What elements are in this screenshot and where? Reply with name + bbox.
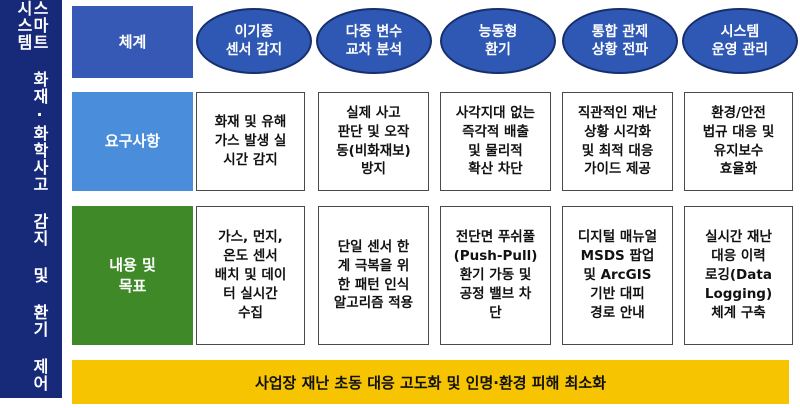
stage-2-requirement-box: 실제 사고 판단 및 오작 동(비화재보) 방지 [318, 92, 429, 191]
stage-1-content-box: 가스, 먼지, 온도 센서 배치 및 데이 터 실시간 수집 [196, 206, 305, 345]
row-label-requirements: 요구사항 [72, 92, 193, 191]
goal-banner-text: 사업장 재난 초동 대응 고도화 및 인명·환경 피해 최소화 [254, 373, 607, 392]
stage-1-requirement-box: 화재 및 유해 가스 발생 실 시간 감지 [196, 92, 305, 191]
stage-3-requirement-box: 사각지대 없는 즉각적 배출 및 물리적 확산 차단 [440, 92, 551, 191]
stage-2-content-box: 단일 센서 한 계 극복을 위 한 패턴 인식 알고리즘 적용 [318, 206, 429, 345]
stage-4-requirement-box: 직관적인 재난 상황 시각화 및 최적 대응 가이드 제공 [562, 92, 673, 191]
row-label-content: 내용 및 목표 [72, 206, 193, 345]
stage-5-requirement: 환경/안전 법규 대응 및 유지보수 효율화 [702, 104, 775, 178]
stage-4-content-box: 디지털 매뉴얼 MSDS 팝업 및 ArcGIS 기반 대피 경로 안내 [562, 206, 673, 345]
stage-5-title: 시스템 운영 관리 [711, 23, 769, 58]
stage-3-content-box: 전단면 푸쉬풀 (Push-Pull) 환기 가동 및 공정 밸브 차 단 [440, 206, 551, 345]
stage-5-content-box: 실시간 재난 대응 이력 로깅(Data Logging) 체계 구축 [684, 206, 793, 345]
stage-1-ellipse: 이기종 센서 감지 [196, 8, 312, 74]
system-title-sidebar: 스마트 화재·화학사고 감지 및 환기 제어 시스템 [0, 0, 62, 398]
stage-2-requirement: 실제 사고 판단 및 오작 동(비화재보) 방지 [336, 104, 411, 178]
stage-1-requirement: 화재 및 유해 가스 발생 실 시간 감지 [214, 114, 287, 168]
stage-1-title: 이기종 센서 감지 [225, 23, 283, 58]
stage-2-content: 단일 센서 한 계 극복을 위 한 패턴 인식 알고리즘 적용 [333, 238, 414, 312]
stage-5-content: 실시간 재난 대응 이력 로깅(Data Logging) 체계 구축 [704, 229, 773, 321]
stage-3-content: 전단면 푸쉬풀 (Push-Pull) 환기 가동 및 공정 밸브 차 단 [453, 229, 538, 321]
row-label-system-text: 체계 [118, 32, 147, 51]
stage-5-requirement-box: 환경/안전 법규 대응 및 유지보수 효율화 [684, 92, 793, 191]
stage-3-requirement: 사각지대 없는 즉각적 배출 및 물리적 확산 차단 [455, 104, 536, 178]
row-label-content-text: 내용 및 목표 [109, 256, 156, 295]
row-label-system: 체계 [72, 6, 193, 78]
stage-2-ellipse: 다중 변수 교차 분석 [316, 8, 432, 74]
stage-3-title: 능동형 환기 [478, 23, 518, 58]
row-label-requirements-text: 요구사항 [104, 132, 161, 151]
stage-4-requirement: 직관적인 재난 상황 시각화 및 최적 대응 가이드 제공 [577, 104, 658, 178]
stage-2-title: 다중 변수 교차 분석 [345, 23, 403, 58]
stage-4-title: 통합 관제 상황 전파 [591, 23, 649, 58]
stage-4-content: 디지털 매뉴얼 MSDS 팝업 및 ArcGIS 기반 대피 경로 안내 [577, 229, 658, 321]
stage-5-ellipse: 시스템 운영 관리 [682, 8, 798, 74]
system-title: 스마트 화재·화학사고 감지 및 환기 제어 시스템 [14, 0, 49, 392]
stage-3-ellipse: 능동형 환기 [440, 8, 556, 74]
stage-4-ellipse: 통합 관제 상황 전파 [562, 8, 678, 74]
stage-1-content: 가스, 먼지, 온도 센서 배치 및 데이 터 실시간 수집 [214, 229, 287, 321]
goal-banner: 사업장 재난 초동 대응 고도화 및 인명·환경 피해 최소화 [72, 360, 789, 404]
